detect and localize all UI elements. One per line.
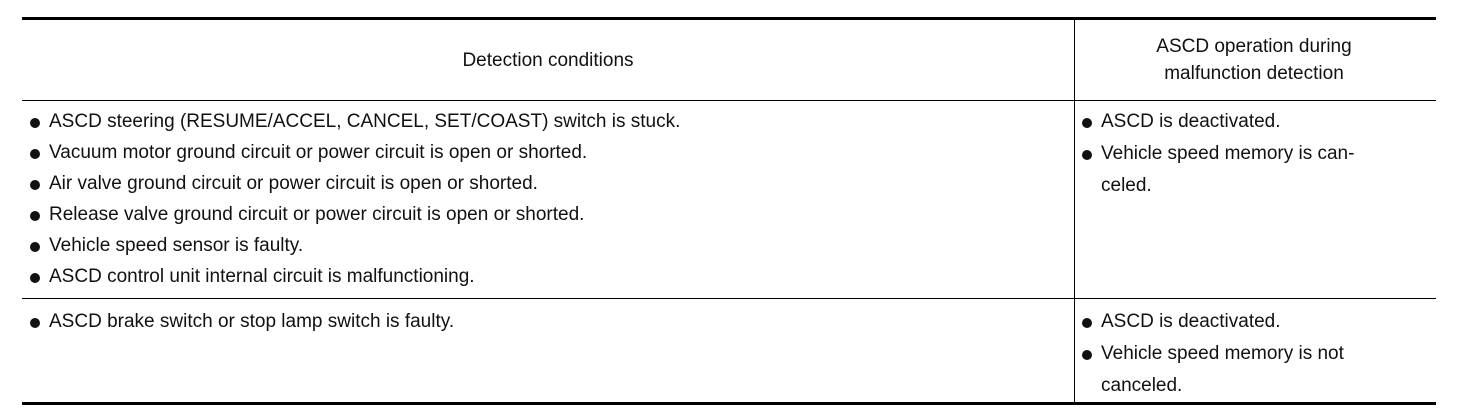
row2-operation-cell: ASCD is deactivated. Vehicle speed memor… (1080, 306, 1420, 402)
row-divider (22, 298, 1436, 299)
list-item: ASCD is deactivated. (1080, 106, 1420, 138)
bullet-icon (1082, 350, 1092, 360)
condition-text: Release valve ground circuit or power ci… (49, 204, 585, 225)
row2-operation-list: ASCD is deactivated. Vehicle speed memor… (1080, 306, 1420, 402)
header-divider (22, 100, 1436, 101)
list-item: ASCD steering (RESUME/ACCEL, CANCEL, SET… (28, 106, 1068, 137)
list-item: ASCD brake switch or stop lamp switch is… (28, 306, 1068, 337)
operation-text: ASCD is deactivated. (1101, 111, 1281, 132)
list-item: Vehicle speed memory is not canceled. (1080, 338, 1420, 402)
condition-text: Vehicle speed sensor is faulty. (49, 235, 304, 256)
bullet-icon (1082, 118, 1092, 128)
row1-conditions-cell: ASCD steering (RESUME/ACCEL, CANCEL, SET… (28, 106, 1068, 292)
bullet-icon (30, 118, 40, 128)
list-item: Air valve ground circuit or power circui… (28, 168, 1068, 199)
condition-text: ASCD steering (RESUME/ACCEL, CANCEL, SET… (49, 111, 681, 132)
operation-text: Vehicle speed memory is not (1101, 343, 1344, 364)
bullet-icon (30, 211, 40, 221)
condition-text: ASCD brake switch or stop lamp switch is… (49, 311, 455, 332)
bullet-icon (30, 180, 40, 190)
column-divider (1074, 20, 1075, 402)
condition-text: ASCD control unit internal circuit is ma… (49, 266, 475, 287)
operation-text-continued: celed. (1101, 175, 1152, 196)
bullet-icon (30, 149, 40, 159)
bullet-icon (1082, 150, 1092, 160)
row1-operation-cell: ASCD is deactivated. Vehicle speed memor… (1080, 106, 1420, 202)
operation-text: Vehicle speed memory is can- (1101, 143, 1355, 164)
operation-text: ASCD is deactivated. (1101, 311, 1281, 332)
bullet-icon (1082, 318, 1092, 328)
bullet-icon (30, 242, 40, 252)
operation-text-continued: canceled. (1101, 375, 1183, 396)
header-operation-line1: ASCD operation during (1156, 36, 1352, 57)
row2-conditions-cell: ASCD brake switch or stop lamp switch is… (28, 306, 1068, 337)
header-detection-label: Detection conditions (462, 49, 634, 71)
row1-conditions-list: ASCD steering (RESUME/ACCEL, CANCEL, SET… (28, 106, 1068, 292)
header-ascd-operation: ASCD operation during malfunction detect… (1075, 20, 1433, 100)
header-detection-conditions: Detection conditions (22, 20, 1074, 100)
list-item: Vacuum motor ground circuit or power cir… (28, 137, 1068, 168)
bullet-icon (30, 318, 40, 328)
list-item: ASCD is deactivated. (1080, 306, 1420, 338)
row2-conditions-list: ASCD brake switch or stop lamp switch is… (28, 306, 1068, 337)
malfunction-table: Detection conditions ASCD operation duri… (22, 17, 1436, 405)
header-operation-line2: malfunction detection (1164, 63, 1344, 84)
list-item: Vehicle speed sensor is faulty. (28, 230, 1068, 261)
list-item: Vehicle speed memory is can-celed. (1080, 138, 1420, 202)
condition-text: Vacuum motor ground circuit or power cir… (49, 142, 588, 163)
list-item: Release valve ground circuit or power ci… (28, 199, 1068, 230)
list-item: ASCD control unit internal circuit is ma… (28, 261, 1068, 292)
bullet-icon (30, 273, 40, 283)
row1-operation-list: ASCD is deactivated. Vehicle speed memor… (1080, 106, 1420, 202)
condition-text: Air valve ground circuit or power circui… (49, 173, 538, 194)
